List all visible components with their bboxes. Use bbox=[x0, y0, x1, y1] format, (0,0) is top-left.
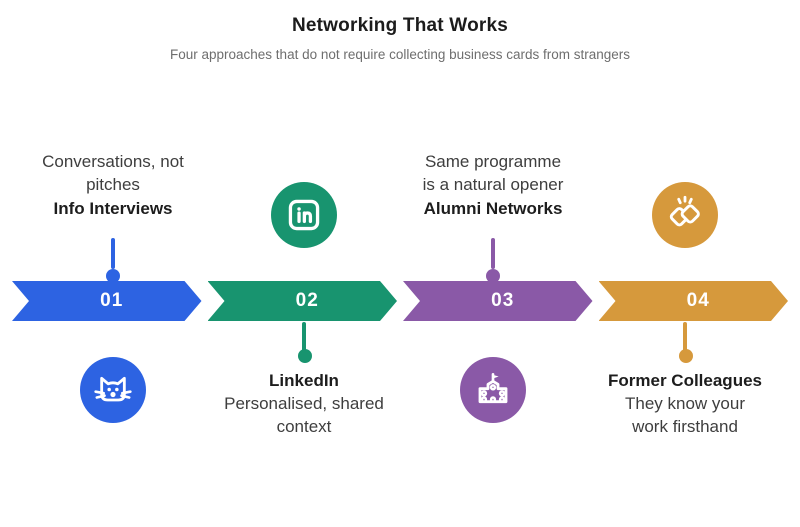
step1-connector-dot bbox=[106, 269, 120, 283]
step2-label: LinkedIn bbox=[269, 371, 339, 390]
step3-label: Alumni Networks bbox=[423, 199, 563, 218]
step3-number: 03 bbox=[491, 290, 515, 311]
step3-icon-circle bbox=[460, 357, 526, 423]
step4-icon-circle bbox=[652, 182, 718, 248]
step2-connector-line bbox=[302, 322, 306, 352]
timeline-arrow-row: 01 02 03 04 bbox=[12, 281, 788, 321]
step2-arrow: 02 bbox=[208, 281, 398, 321]
step3-callout: Same programme is a natural opener Alumn… bbox=[383, 150, 603, 220]
cat-icon bbox=[94, 376, 132, 402]
handshake-front-hand bbox=[680, 204, 700, 224]
step1-callout: Conversations, not pitches Info Intervie… bbox=[3, 150, 223, 220]
page-subtitle: Four approaches that do not require coll… bbox=[170, 47, 630, 62]
step4-callout: Former Colleagues They know your work fi… bbox=[575, 368, 795, 438]
step2-number: 02 bbox=[295, 290, 319, 311]
linkedin-icon bbox=[288, 199, 320, 231]
step4-description: They know your work firsthand bbox=[625, 394, 745, 436]
step1-description: Conversations, not pitches bbox=[42, 152, 184, 194]
step1-number: 01 bbox=[100, 290, 124, 311]
step4-label: Former Colleagues bbox=[608, 371, 762, 390]
step3-arrow: 03 bbox=[403, 281, 593, 321]
step4-connector-line bbox=[683, 322, 687, 352]
step2-icon-circle bbox=[271, 182, 337, 248]
step4-connector-dot bbox=[679, 349, 693, 363]
step1-icon-circle bbox=[80, 357, 146, 423]
step1-connector-line bbox=[111, 238, 115, 269]
step4-number: 04 bbox=[686, 290, 710, 311]
handshake-icon bbox=[669, 195, 700, 227]
step3-connector-line bbox=[491, 238, 495, 269]
step1-label: Info Interviews bbox=[53, 199, 173, 218]
page-title: Networking That Works bbox=[291, 15, 509, 36]
step3-description: Same programme is a natural opener bbox=[422, 152, 564, 194]
school-icon bbox=[478, 373, 508, 404]
step4-arrow: 04 bbox=[599, 281, 789, 321]
step2-connector-dot bbox=[298, 349, 312, 363]
step1-arrow: 01 bbox=[12, 281, 202, 321]
step2-description: Personalised, shared context bbox=[224, 394, 384, 436]
step3-connector-dot bbox=[486, 269, 500, 283]
step2-callout: LinkedIn Personalised, shared context bbox=[194, 368, 414, 438]
